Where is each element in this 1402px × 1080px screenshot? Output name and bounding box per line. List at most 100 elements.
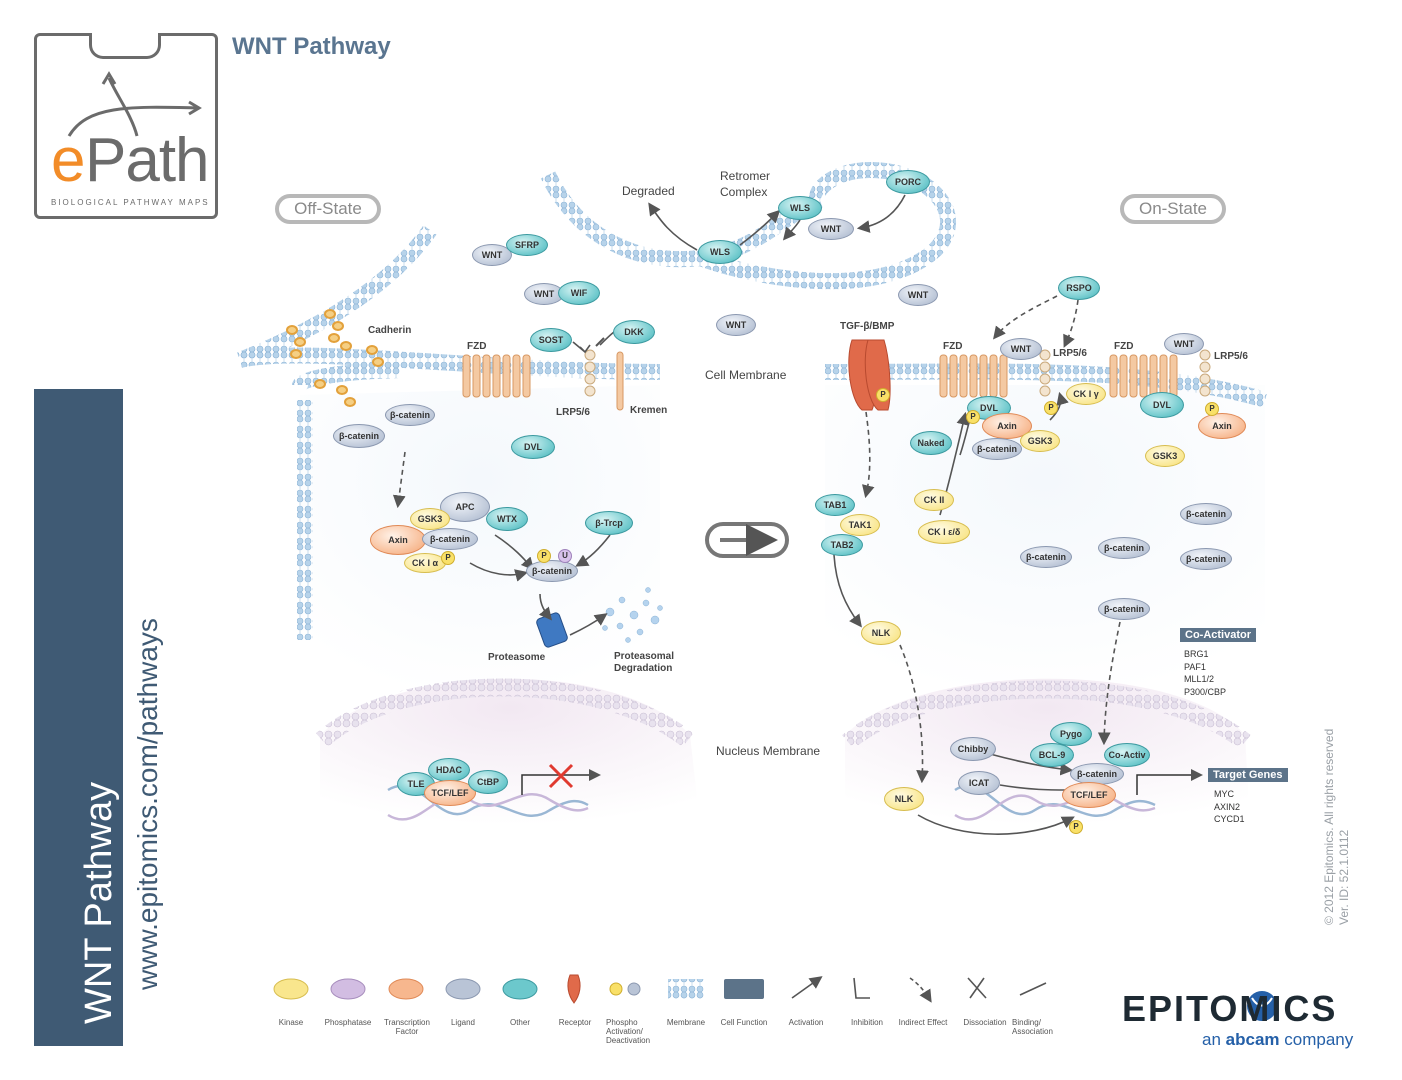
node-chibby: Chibby [950,737,996,761]
node-bcat-r1: β-catenin [972,438,1022,460]
node-dkk: DKK [613,320,655,344]
epath-logo: e Path BIOLOGICAL PATHWAY MAPS [34,33,218,219]
legend-phosphatase: Phosphatase [324,1018,372,1027]
label-tgf: TGF-β/BMP [840,321,895,332]
coactivator-item: PAF1 [1184,661,1206,672]
node-tab1: TAB1 [815,494,855,516]
node-tak1: TAK1 [840,514,880,536]
tagline-brand: abcam [1225,1030,1280,1049]
label-retromer: Retromer [720,169,771,183]
label-degraded: Degraded [622,184,675,198]
phospho-p: P [1205,402,1219,416]
legend-binding: Binding/ Association [1012,1018,1053,1036]
logo-e: e [51,126,86,195]
node-bcat-r5: β-catenin [1180,548,1232,570]
off-state-badge: Off-State [275,194,381,224]
node-tab2: TAB2 [821,534,863,556]
node-bcat-l1: β-catenin [385,404,435,426]
target-genes-header: Target Genes [1208,768,1288,782]
node-wif: WIF [558,281,600,305]
node-gsk3-l: GSK3 [410,508,450,530]
label-fzd-left: FZD [467,341,487,352]
node-wnt-retromer: WNT [808,218,854,240]
node-axin-l: Axin [370,525,426,555]
phospho-p: P [1069,820,1083,834]
node-hdac: HDAC [428,758,470,782]
label-fzd-right-2: FZD [1114,341,1134,352]
coactivator-list: BRG1 PAF1 MLL1/2 P300/CBP [1184,648,1226,698]
node-dvl-r2: DVL [1140,392,1184,418]
node-wtx: WTX [486,507,528,531]
label-proteasomal: Proteasomal [614,651,675,662]
node-sfrp: SFRP [506,234,548,256]
node-bcat-r6: β-catenin [1098,598,1150,620]
node-wnt-sfrp: WNT [472,244,512,266]
label-degradation: Degradation [614,663,673,674]
node-ck2: CK II [914,489,954,511]
node-bcat-l3: β-catenin [422,528,478,550]
label-lrp-right-1: LRP5/6 [1053,348,1087,359]
label-cell-membrane: Cell Membrane [705,368,787,382]
on-state-badge: On-State [1120,194,1226,224]
node-ckg: CK I γ [1066,383,1106,405]
node-gsk3-r1: GSK3 [1020,430,1060,452]
abcam-tagline: an abcam company [1202,1030,1353,1050]
node-axin-r2: Axin [1198,413,1246,439]
node-porc: PORC [886,170,930,194]
phospho-p: P [876,388,890,402]
epitomics-logo: EPITOMICS [1122,988,1338,1029]
node-btrcp: β-Trcp [585,511,633,535]
label-proteasome: Proteasome [488,652,546,663]
tagline-prefix: an [1202,1030,1221,1049]
coactivator-item: MLL1/2 [1184,674,1215,684]
label-lrp-right-2: LRP5/6 [1214,351,1248,362]
node-bcat-l2: β-catenin [333,424,385,448]
node-bcat-r2: β-catenin [1180,503,1232,525]
phospho-p: P [441,551,455,565]
legend-other: Other [509,1018,530,1027]
target-gene-item: AXIN2 [1214,801,1241,812]
phospho-p: P [537,549,551,563]
coactivator-header: Co-Activator [1180,628,1257,642]
phospho-p: P [1044,401,1058,415]
ubiquitin-u: U [558,549,572,563]
target-genes-list: MYC AXIN2 CYCD1 [1214,788,1245,826]
legend-phospho: Phospho Activation/ Deactivation [606,1018,651,1045]
legend-receptor: Receptor [558,1018,592,1027]
node-wls-2: WLS [778,196,822,220]
label-fzd-right-1: FZD [943,341,963,352]
node-wnt-mid2: WNT [898,284,938,306]
node-bcat-r3: β-catenin [1020,546,1072,568]
node-cked: CK I ε/δ [918,520,970,544]
label-cadherin: Cadherin [368,325,412,336]
coactivator-item: P300/CBP [1184,686,1227,697]
node-sost: SOST [530,328,572,352]
legend-indirect-effect: Indirect Effect [898,1018,948,1027]
node-icat: ICAT [958,771,1000,795]
legend-membrane: Membrane [666,1018,706,1027]
logo-notch [89,33,161,59]
page-title: WNT Pathway [232,33,391,60]
coactivator-item: BRG1 [1184,649,1209,659]
node-coactivator: Co-Activ [1104,743,1150,767]
legend-cell-function: Cell Function [720,1018,768,1027]
node-dvl-l: DVL [511,435,555,459]
dna-right [954,784,1156,821]
label-complex: Complex [720,185,768,199]
legend-inhibition: Inhibition [850,1018,884,1027]
label-nucleus-membrane: Nucleus Membrane [716,744,821,758]
logo-arrows-icon [67,71,202,137]
logo-tagline: BIOLOGICAL PATHWAY MAPS [51,198,210,207]
legend-dissociation: Dissociation [963,1018,1007,1027]
node-pygo: Pygo [1050,722,1092,746]
logo-path: Path [85,126,210,195]
node-tcf-right: TCF/LEF [1062,782,1116,808]
node-bcl9: BCL-9 [1030,743,1074,767]
label-kremen: Kremen [630,405,668,416]
sidebar-band [34,389,123,1046]
tagline-suffix: company [1284,1030,1354,1049]
legend-transcription-factor: Transcription Factor [384,1018,430,1036]
node-gsk3-r2: GSK3 [1145,445,1185,467]
